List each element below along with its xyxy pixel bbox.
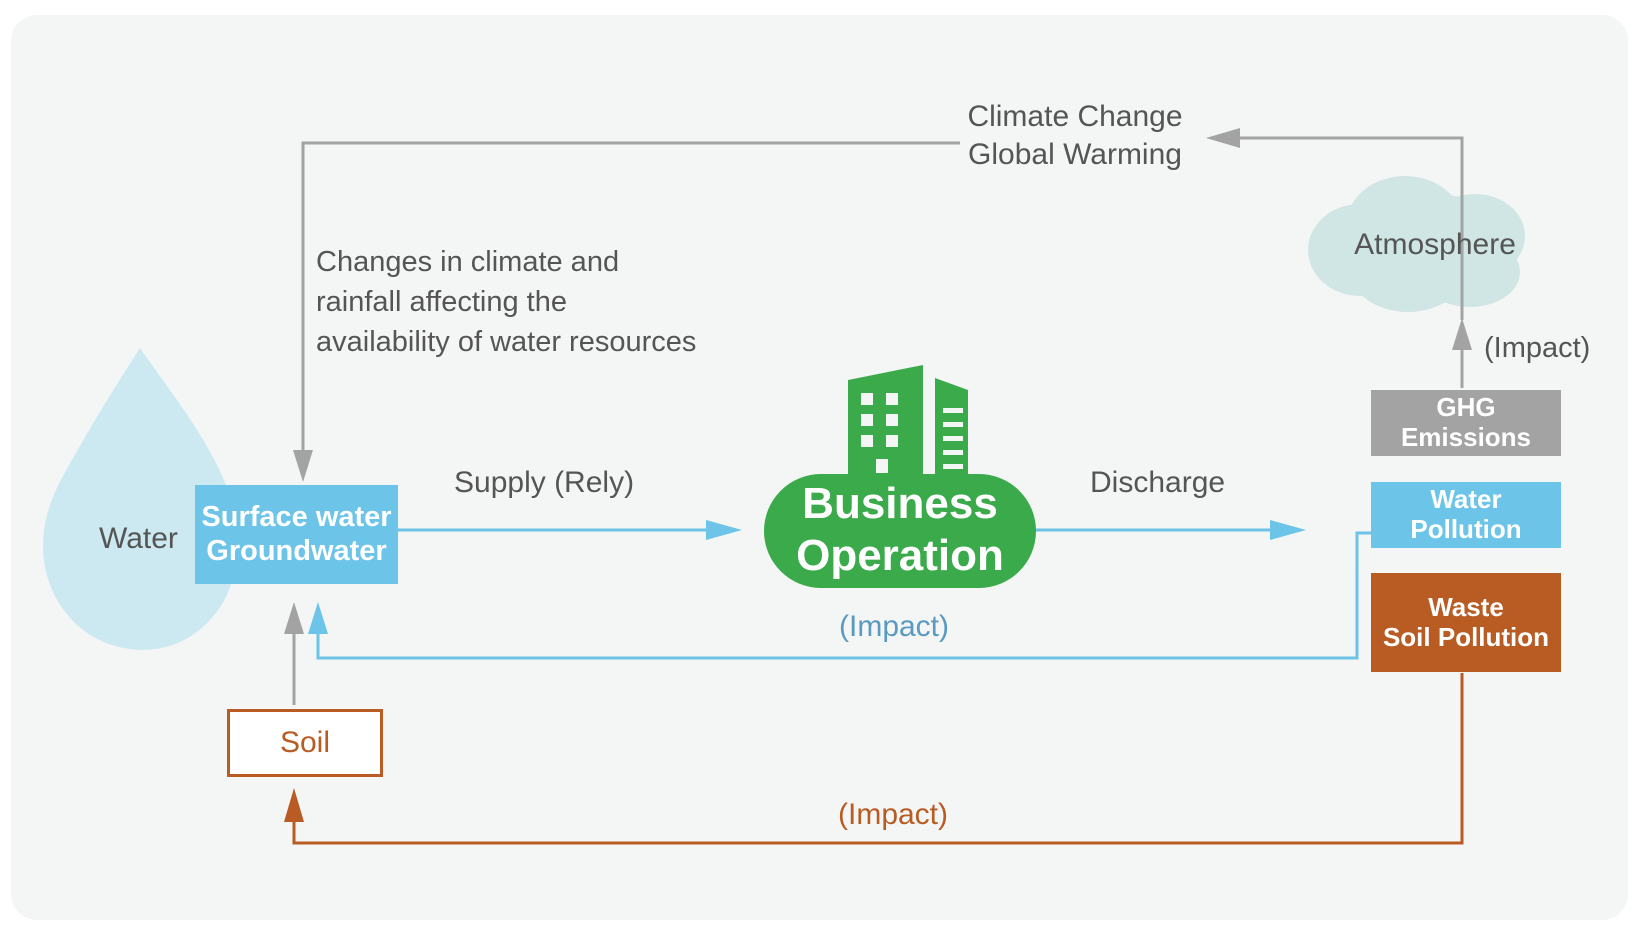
description-line: availability of water resources — [316, 326, 697, 358]
water-text: Water — [1430, 484, 1502, 515]
soil-impact-arrow — [292, 673, 1464, 845]
soil-box: Soil — [227, 709, 383, 777]
climate-feedback-arrow — [301, 136, 1464, 450]
description-line: rainfall affecting the — [316, 286, 567, 318]
arrowhead-right-icon — [1270, 520, 1306, 540]
climate-impact-description: Changes in climate and rainfall affectin… — [316, 242, 696, 362]
atmosphere-label: Atmosphere — [1354, 228, 1516, 261]
waste-text: Waste — [1428, 591, 1504, 622]
business-operation-shape — [764, 474, 1036, 588]
business-operation-label: Business Operation — [764, 478, 1036, 582]
climate-change-text: Climate Change — [967, 100, 1183, 133]
operation-text: Operation — [796, 531, 1004, 580]
arrowhead-up-icon — [308, 602, 328, 634]
arrowhead-up-icon — [284, 602, 304, 634]
arrowhead-up-icon — [1452, 318, 1472, 350]
soil-pollution-text: Soil Pollution — [1382, 621, 1550, 652]
waste-soil-pollution-box: Waste Soil Pollution — [1371, 573, 1561, 672]
arrowhead-up-icon — [284, 788, 304, 822]
business-text: Business — [802, 479, 998, 528]
surface-groundwater-box: Surface water Groundwater — [195, 485, 398, 584]
water-drop-icon — [43, 348, 238, 650]
arrowhead-down-icon — [293, 450, 313, 482]
impact-water-label: (Impact) — [839, 610, 950, 643]
ghg-emissions-box: GHG Emissions — [1371, 390, 1561, 456]
description-line: Changes in climate and — [316, 246, 620, 278]
water-impact-arrow — [316, 531, 1375, 660]
global-warming-text: Global Warming — [968, 137, 1182, 171]
water-label: Water — [99, 522, 178, 555]
soil-text: Soil — [279, 725, 331, 759]
supply-label: Supply (Rely) — [454, 466, 635, 499]
ghg-text: GHG — [1436, 392, 1496, 423]
cloud-icon — [1308, 176, 1525, 312]
water-pollution-box: Water Pollution — [1371, 482, 1561, 548]
groundwater-text: Groundwater — [206, 534, 387, 567]
arrowhead-left-icon — [1206, 128, 1240, 148]
impact-soil-label: (Impact) — [838, 798, 949, 831]
emissions-text: Emissions — [1400, 422, 1532, 452]
impact-atmosphere-label: (Impact) — [1484, 332, 1591, 364]
arrowhead-right-icon — [706, 520, 742, 540]
climate-change-label: Climate Change Global Warming — [960, 98, 1190, 173]
pollution-text: Pollution — [1410, 514, 1522, 544]
surface-water-text: Surface water — [201, 501, 392, 534]
discharge-label: Discharge — [1090, 466, 1226, 499]
